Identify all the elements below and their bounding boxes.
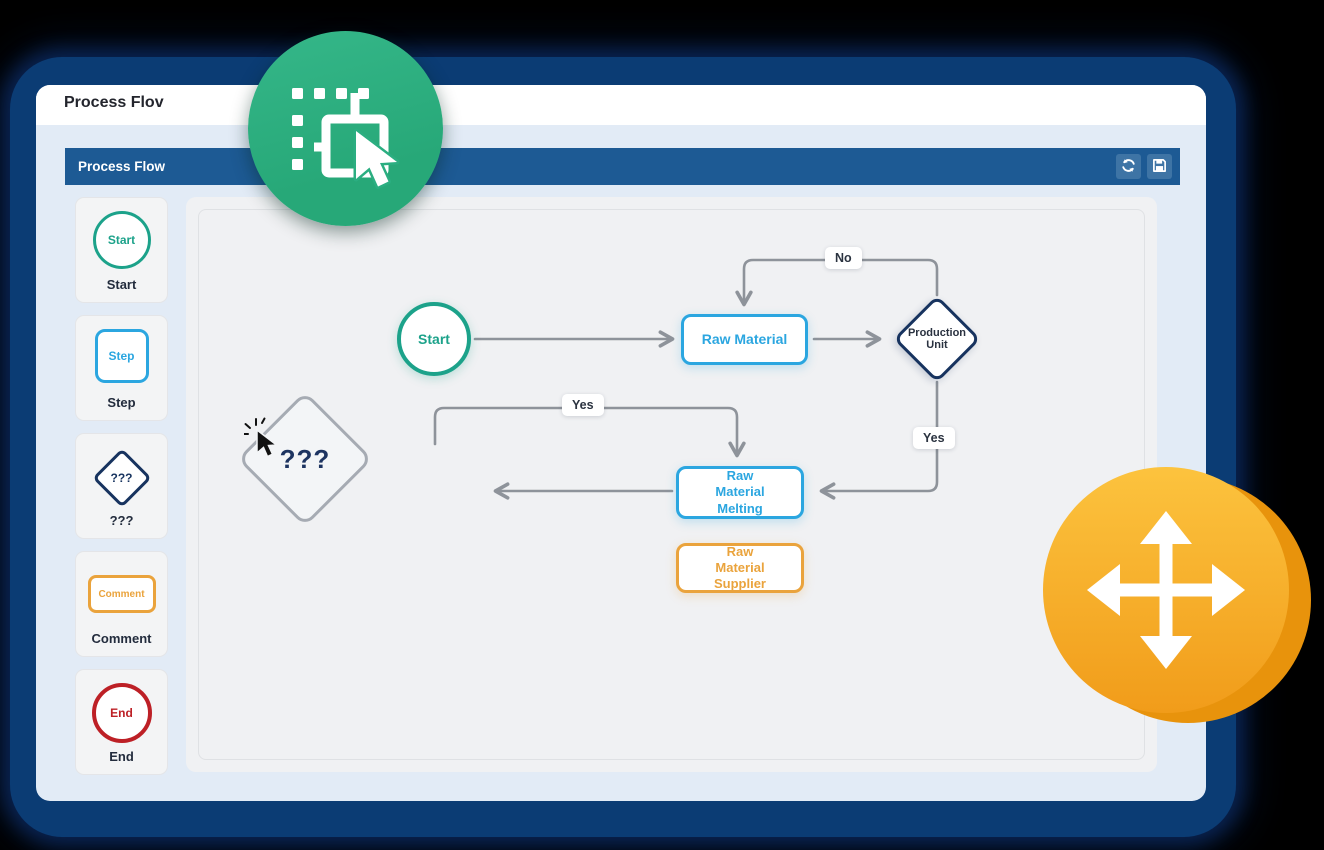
- edge-label-yes-right: Yes: [913, 427, 955, 449]
- palette-label: ???: [109, 513, 134, 528]
- step-shape: Step: [94, 329, 149, 383]
- decision-shape: ???: [91, 447, 153, 509]
- edge-label-yes-loop: Yes: [562, 394, 604, 416]
- comment-shape-text: Comment: [98, 588, 145, 600]
- palette-item-decision[interactable]: ??? ???: [75, 433, 168, 539]
- decision-shape-text: ???: [110, 471, 133, 485]
- palette-label: Step: [107, 395, 136, 410]
- node-raw-material-melting-text: Raw Material Melting: [715, 468, 765, 516]
- edge-label-no: No: [825, 247, 862, 269]
- app-window: Process Flov Process Flow: [36, 85, 1206, 801]
- flow-canvas[interactable]: No Yes Yes Start Raw Material Production…: [186, 197, 1157, 772]
- refresh-icon: [1121, 158, 1136, 176]
- edge-yes-right: [819, 380, 939, 500]
- move-badge: [1043, 467, 1311, 723]
- node-unknown-decision[interactable]: ???: [237, 391, 373, 527]
- node-production-unit-text: Production Unit: [907, 327, 967, 351]
- palette-item-end[interactable]: End End: [75, 669, 168, 775]
- step-shape-text: Step: [108, 349, 135, 363]
- refresh-button[interactable]: [1116, 154, 1141, 179]
- window-title: Process Flov: [64, 94, 164, 111]
- drag-select-badge: [248, 31, 443, 226]
- panel-actions: [1116, 154, 1172, 179]
- node-start-text: Start: [418, 331, 450, 347]
- node-raw-material-melting[interactable]: Raw Material Melting: [676, 466, 804, 519]
- comment-shape: Comment: [87, 575, 156, 613]
- node-raw-material-text: Raw Material: [701, 330, 788, 347]
- panel-title: Process Flow: [78, 159, 166, 174]
- node-raw-material-supplier[interactable]: Raw Material Supplier: [676, 543, 804, 593]
- palette-label: Start: [106, 277, 137, 292]
- node-raw-material-supplier-text: Raw Material Supplier: [713, 543, 766, 592]
- node-unknown-text: ???: [279, 443, 331, 474]
- start-shape-text: Start: [107, 233, 136, 247]
- node-start[interactable]: Start: [397, 302, 471, 376]
- save-icon: [1152, 158, 1167, 176]
- window-titlebar: Process Flov: [36, 85, 1206, 125]
- start-shape: Start: [92, 211, 151, 269]
- palette-label: Comment: [91, 631, 152, 646]
- save-button[interactable]: [1147, 154, 1172, 179]
- node-raw-material[interactable]: Raw Material: [681, 314, 808, 365]
- palette-label: End: [109, 749, 134, 764]
- cursor-click-icon: [244, 417, 279, 458]
- drag-select-icon: [292, 88, 400, 189]
- end-shape-text: End: [110, 706, 133, 720]
- palette-item-comment[interactable]: Comment Comment: [75, 551, 168, 657]
- move-icon: [1087, 511, 1245, 669]
- end-shape: End: [91, 683, 152, 743]
- palette-item-start[interactable]: Start Start: [75, 197, 168, 303]
- node-production-unit[interactable]: Production Unit: [892, 294, 982, 384]
- panel-header: Process Flow: [65, 148, 1180, 185]
- palette-item-step[interactable]: Step Step: [75, 315, 168, 421]
